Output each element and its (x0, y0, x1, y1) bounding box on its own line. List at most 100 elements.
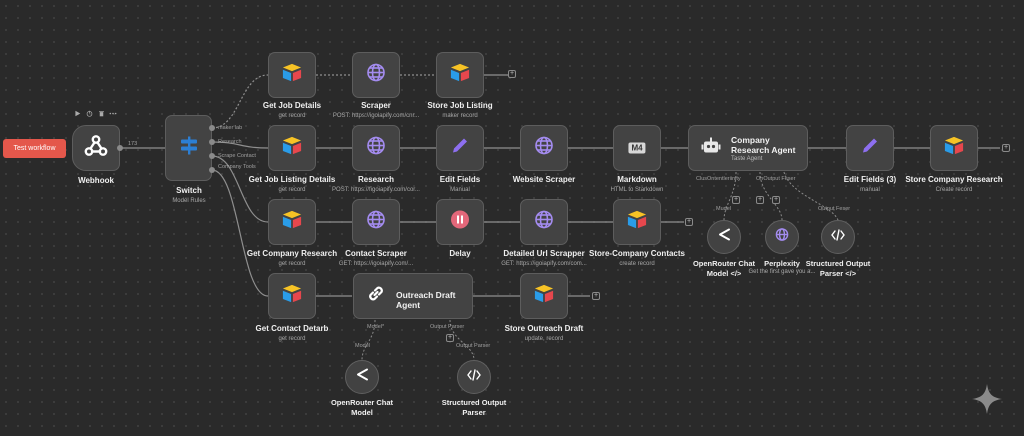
switch-output-label: Research (218, 139, 242, 145)
outreach-draft-agent-title: Outreach Draft Agent (396, 290, 456, 310)
agent-port-label: Output Parser (456, 343, 491, 349)
scraper-node[interactable] (352, 52, 400, 98)
switch-output-label: Scrape Contact (218, 153, 256, 159)
store-job-listing-subtitle: maker record (442, 113, 478, 119)
switch-icon (178, 135, 200, 162)
pencil-icon (450, 136, 470, 161)
get-job-details-node[interactable] (268, 52, 316, 98)
add-chat-model-plus-icon[interactable]: + (732, 196, 740, 204)
perplexity-subtitle: Get the first gave you a... (748, 269, 816, 275)
link-icon (366, 284, 386, 309)
detailed-url-scrapper-subtitle: GET: https://igoiapify.com/com... (501, 261, 587, 267)
get-job-details-subtitle: get record (278, 113, 306, 119)
add-tool-plus-icon[interactable]: + (756, 196, 764, 204)
edit-fields-title: Edit Fields (439, 175, 481, 184)
company-research-agent-subtitle: Taste Agent (731, 156, 763, 162)
add-node-plus-icon[interactable]: + (685, 218, 693, 226)
trash-icon[interactable] (97, 109, 105, 117)
research-title: Research (357, 175, 395, 184)
structured-output-parser-node[interactable] (457, 360, 491, 394)
pencil-icon (860, 136, 880, 161)
get-contact-detarb-node[interactable] (268, 273, 316, 319)
get-company-research-node[interactable] (268, 199, 316, 245)
openrouter-icon (717, 228, 731, 247)
get-contact-detarb-subtitle: get record (278, 336, 306, 342)
store-company-research-subtitle: Create record (935, 187, 973, 193)
contact-scraper-node[interactable] (352, 199, 400, 245)
get-job-listing-details-title: Get Job Listing Details (248, 175, 336, 184)
store-company-contacts-node[interactable] (613, 199, 661, 245)
detailed-url-scrapper-node[interactable] (520, 199, 568, 245)
get-company-research-subtitle: get record (278, 261, 306, 267)
website-scraper-title: Website Scraper (512, 175, 576, 184)
test-workflow-button[interactable]: Test workflow (3, 139, 66, 158)
globe-icon (366, 63, 386, 88)
add-parser-plus-icon[interactable]: + (446, 334, 454, 342)
delay-node[interactable] (436, 199, 484, 245)
website-scraper-node[interactable] (520, 125, 568, 171)
switch-output-label: Company Tools (218, 164, 256, 170)
globe-icon (534, 136, 554, 161)
switch-output-label: maker lab (218, 125, 243, 131)
contact-scraper-title: Contact Scraper (345, 249, 407, 258)
webhook-output-port[interactable] (117, 145, 123, 151)
airtable-icon (943, 136, 965, 161)
store-outreach-draft-node[interactable] (520, 273, 568, 319)
airtable-icon (281, 210, 303, 235)
markdown-node[interactable]: M4 (613, 125, 661, 171)
switch-port-2[interactable] (209, 139, 215, 145)
openrouter-chat-model-node[interactable] (707, 220, 741, 254)
perplexity-node[interactable] (765, 220, 799, 254)
store-job-listing-node[interactable] (436, 52, 484, 98)
power-icon[interactable] (85, 109, 93, 117)
edit-fields-3-node[interactable] (846, 125, 894, 171)
get-job-details-title: Get Job Details (262, 101, 322, 110)
switch-port-4[interactable] (209, 167, 215, 173)
store-company-contacts-subtitle: create record (619, 261, 655, 267)
outreach-draft-agent-node[interactable]: Outreach Draft Agent (353, 273, 473, 319)
switch-title: Switch (176, 186, 202, 195)
store-company-research-title: Store Company Research (905, 175, 1003, 184)
openrouter-chat-model-node[interactable] (345, 360, 379, 394)
edit-fields-subtitle: Manual (450, 187, 470, 193)
get-contact-detarb-title: Get Contact Detarb (255, 324, 329, 333)
agent-port-label: Output Parser (430, 324, 465, 330)
detailed-url-scrapper-title: Detailed Url Scrapper (503, 249, 585, 258)
research-node[interactable] (352, 125, 400, 171)
agent-port-label: Mudel (716, 206, 731, 212)
webhook-icon (83, 134, 109, 163)
scraper-title: Scraper (361, 101, 391, 110)
airtable-icon (281, 63, 303, 88)
openrouter-icon (355, 368, 369, 387)
add-node-plus-icon[interactable]: + (508, 70, 516, 78)
company-research-agent-node[interactable]: Company Research Agent Taste Agent (688, 125, 808, 171)
globe-icon (775, 228, 789, 247)
switch-port-1[interactable] (209, 125, 215, 131)
structured-output-parser-node[interactable] (821, 220, 855, 254)
markdown-icon: M4 (628, 142, 646, 154)
agent-port-label: Model (355, 343, 370, 349)
research-subtitle: POST: https://figoiapify.com/cor... (332, 187, 420, 193)
webhook-node[interactable] (72, 125, 120, 171)
store-company-research-node[interactable] (930, 125, 978, 171)
add-parser-plus-icon[interactable]: + (772, 196, 780, 204)
code-icon (467, 368, 481, 386)
edit-fields-node[interactable] (436, 125, 484, 171)
store-company-contacts-title: Store-Company Contacts (588, 249, 685, 258)
edit-fields-3-subtitle: manual (860, 187, 880, 193)
openrouter-chat-model-title: OpenRouter Chat Model (330, 398, 394, 417)
more-icon[interactable] (109, 109, 117, 117)
switch-port-3[interactable] (209, 153, 215, 159)
add-node-plus-icon[interactable]: + (592, 292, 600, 300)
get-job-listing-details-subtitle: get record (278, 187, 306, 193)
sparkle-icon (972, 384, 1002, 414)
get-job-listing-details-node[interactable] (268, 125, 316, 171)
contact-scraper-subtitle: GET: https://igoiapify.com/... (338, 261, 414, 267)
store-outreach-draft-title: Store Outreach Draft (504, 324, 584, 333)
airtable-icon (281, 284, 303, 309)
switch-subtitle: Model Rules (172, 198, 206, 204)
switch-node[interactable] (165, 115, 212, 181)
add-node-plus-icon[interactable]: + (1002, 144, 1010, 152)
play-icon[interactable] (73, 109, 81, 117)
